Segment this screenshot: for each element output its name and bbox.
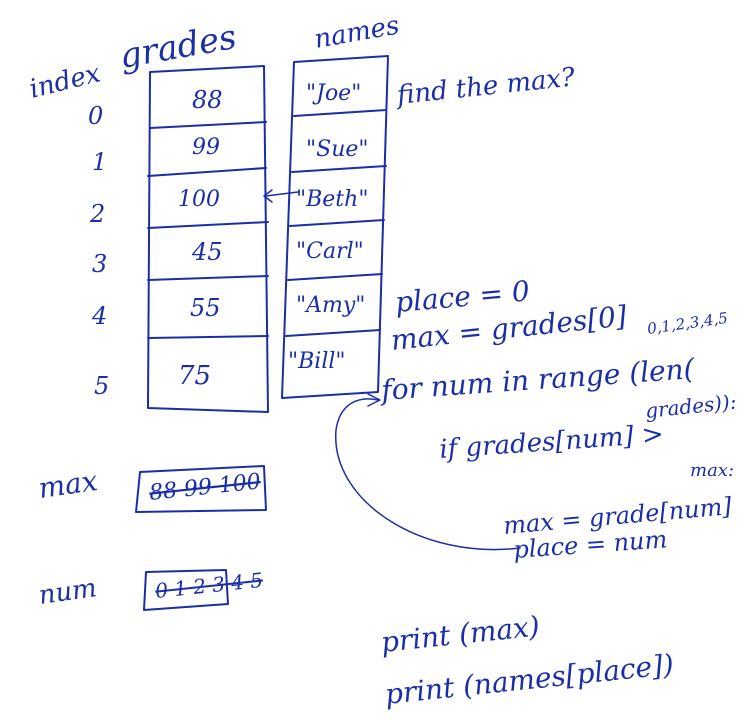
max-box	[135, 465, 267, 513]
range-values-note: 0,1,2,3,4,5	[646, 309, 729, 338]
name-4: "Amy"	[296, 293, 365, 318]
grades-array-box	[147, 65, 269, 413]
index-5: 5	[94, 372, 109, 400]
grade-0: 88	[192, 86, 223, 114]
grade-5: 75	[178, 361, 211, 391]
name-0: "Joe"	[306, 81, 361, 106]
index-0: 0	[88, 102, 103, 130]
max-value-history: 88 99 100	[148, 469, 262, 506]
name-5: "Bill"	[288, 349, 346, 374]
code-line-print-max: print (max)	[379, 609, 541, 658]
name-3: "Carl"	[296, 239, 364, 264]
index-4: 4	[91, 302, 107, 330]
code-line-if-cont: max:	[690, 460, 734, 481]
num-box	[143, 569, 229, 611]
names-array-box	[281, 55, 389, 399]
name-1: "Sue"	[306, 137, 369, 162]
index-header: index	[26, 58, 103, 105]
index-3: 3	[92, 250, 107, 278]
grade-4: 55	[190, 294, 221, 322]
max-label: max	[36, 464, 99, 505]
grade-1: 99	[192, 135, 220, 160]
index-1: 1	[92, 148, 107, 176]
num-label: num	[37, 573, 99, 611]
index-2: 2	[89, 200, 105, 228]
loop-arrow	[335, 393, 521, 551]
code-line-if: if grades[num] >	[438, 419, 664, 465]
num-value-history: 0 1 2 3 4 5	[154, 568, 264, 603]
grade-2: 100	[178, 187, 220, 212]
names-header: names	[312, 10, 402, 54]
arrow-beth-to-100	[263, 189, 299, 203]
grade-3: 45	[191, 238, 223, 266]
code-line-print-name: print (names[place])	[383, 648, 675, 711]
question-text: find the max?	[394, 62, 578, 111]
code-line-for-cont: grades)):	[644, 390, 738, 423]
name-2: "Beth"	[296, 187, 368, 212]
